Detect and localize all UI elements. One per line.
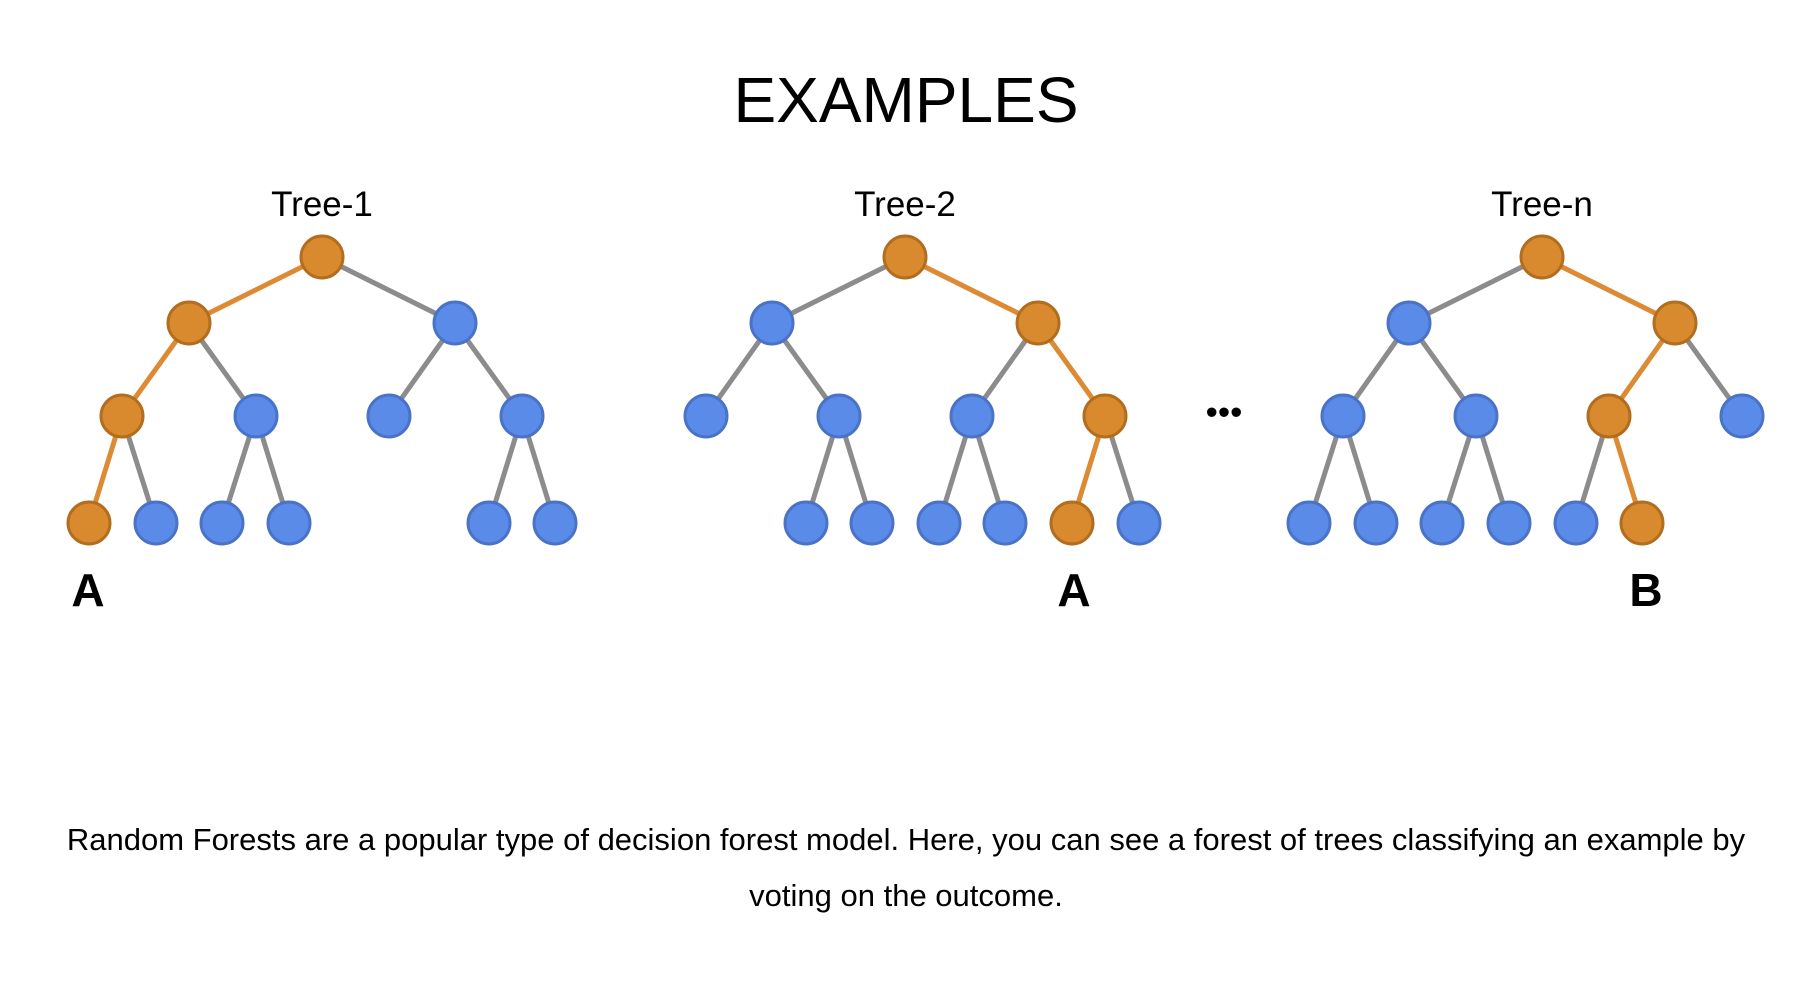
- tree-node: [982, 500, 1028, 546]
- page-title: EXAMPLES: [733, 64, 1078, 136]
- tree-node: [949, 393, 995, 439]
- tree-node: [1719, 393, 1765, 439]
- tree-node: [816, 393, 862, 439]
- decision-path-edge: [1539, 254, 1678, 326]
- decision-path-node: [882, 234, 928, 280]
- tree-node: [1320, 393, 1366, 439]
- tree-node: [916, 500, 962, 546]
- tree-n-label: Tree-n: [1491, 185, 1593, 224]
- tree-node: [532, 500, 578, 546]
- tree-2: [683, 234, 1162, 546]
- tree-n: [1286, 234, 1765, 546]
- decision-path-node: [1049, 500, 1095, 546]
- tree-node: [849, 500, 895, 546]
- tree-node: [1453, 393, 1499, 439]
- tree-node: [133, 500, 179, 546]
- decision-path-node: [1519, 234, 1565, 280]
- tree-node: [1419, 500, 1465, 546]
- tree-edge: [1406, 254, 1545, 326]
- tree-n-outcome: B: [1629, 564, 1662, 616]
- decision-path-node: [1619, 500, 1665, 546]
- decision-path-edge: [902, 254, 1041, 326]
- tree-node: [1286, 500, 1332, 546]
- tree-node: [432, 300, 478, 346]
- decision-path-node: [66, 500, 112, 546]
- tree-node: [499, 393, 545, 439]
- tree-2-label: Tree-2: [854, 185, 956, 224]
- tree-node: [1486, 500, 1532, 546]
- ellipsis: •••: [1206, 393, 1243, 432]
- tree-1: [66, 234, 578, 546]
- tree-node: [466, 500, 512, 546]
- tree-node: [199, 500, 245, 546]
- caption: Random Forests are a popular type of dec…: [66, 822, 1746, 913]
- tree-edge: [769, 254, 908, 326]
- tree-node: [266, 500, 312, 546]
- tree-node: [1353, 500, 1399, 546]
- decision-path-node: [1015, 300, 1061, 346]
- tree-edge: [319, 254, 458, 326]
- tree-1-outcome: A: [71, 564, 104, 616]
- tree-node: [749, 300, 795, 346]
- decision-path-node: [99, 393, 145, 439]
- tree-node: [783, 500, 829, 546]
- tree-node: [1116, 500, 1162, 546]
- decision-path-node: [299, 234, 345, 280]
- tree-node: [683, 393, 729, 439]
- tree-2-outcome: A: [1057, 564, 1090, 616]
- decision-path-node: [166, 300, 212, 346]
- tree-node: [233, 393, 279, 439]
- tree-node: [1553, 500, 1599, 546]
- tree-node: [1386, 300, 1432, 346]
- decision-path-node: [1082, 393, 1128, 439]
- decision-path-node: [1586, 393, 1632, 439]
- decision-path-node: [1652, 300, 1698, 346]
- decision-path-edge: [186, 254, 325, 326]
- tree-node: [366, 393, 412, 439]
- tree-1-label: Tree-1: [271, 185, 373, 224]
